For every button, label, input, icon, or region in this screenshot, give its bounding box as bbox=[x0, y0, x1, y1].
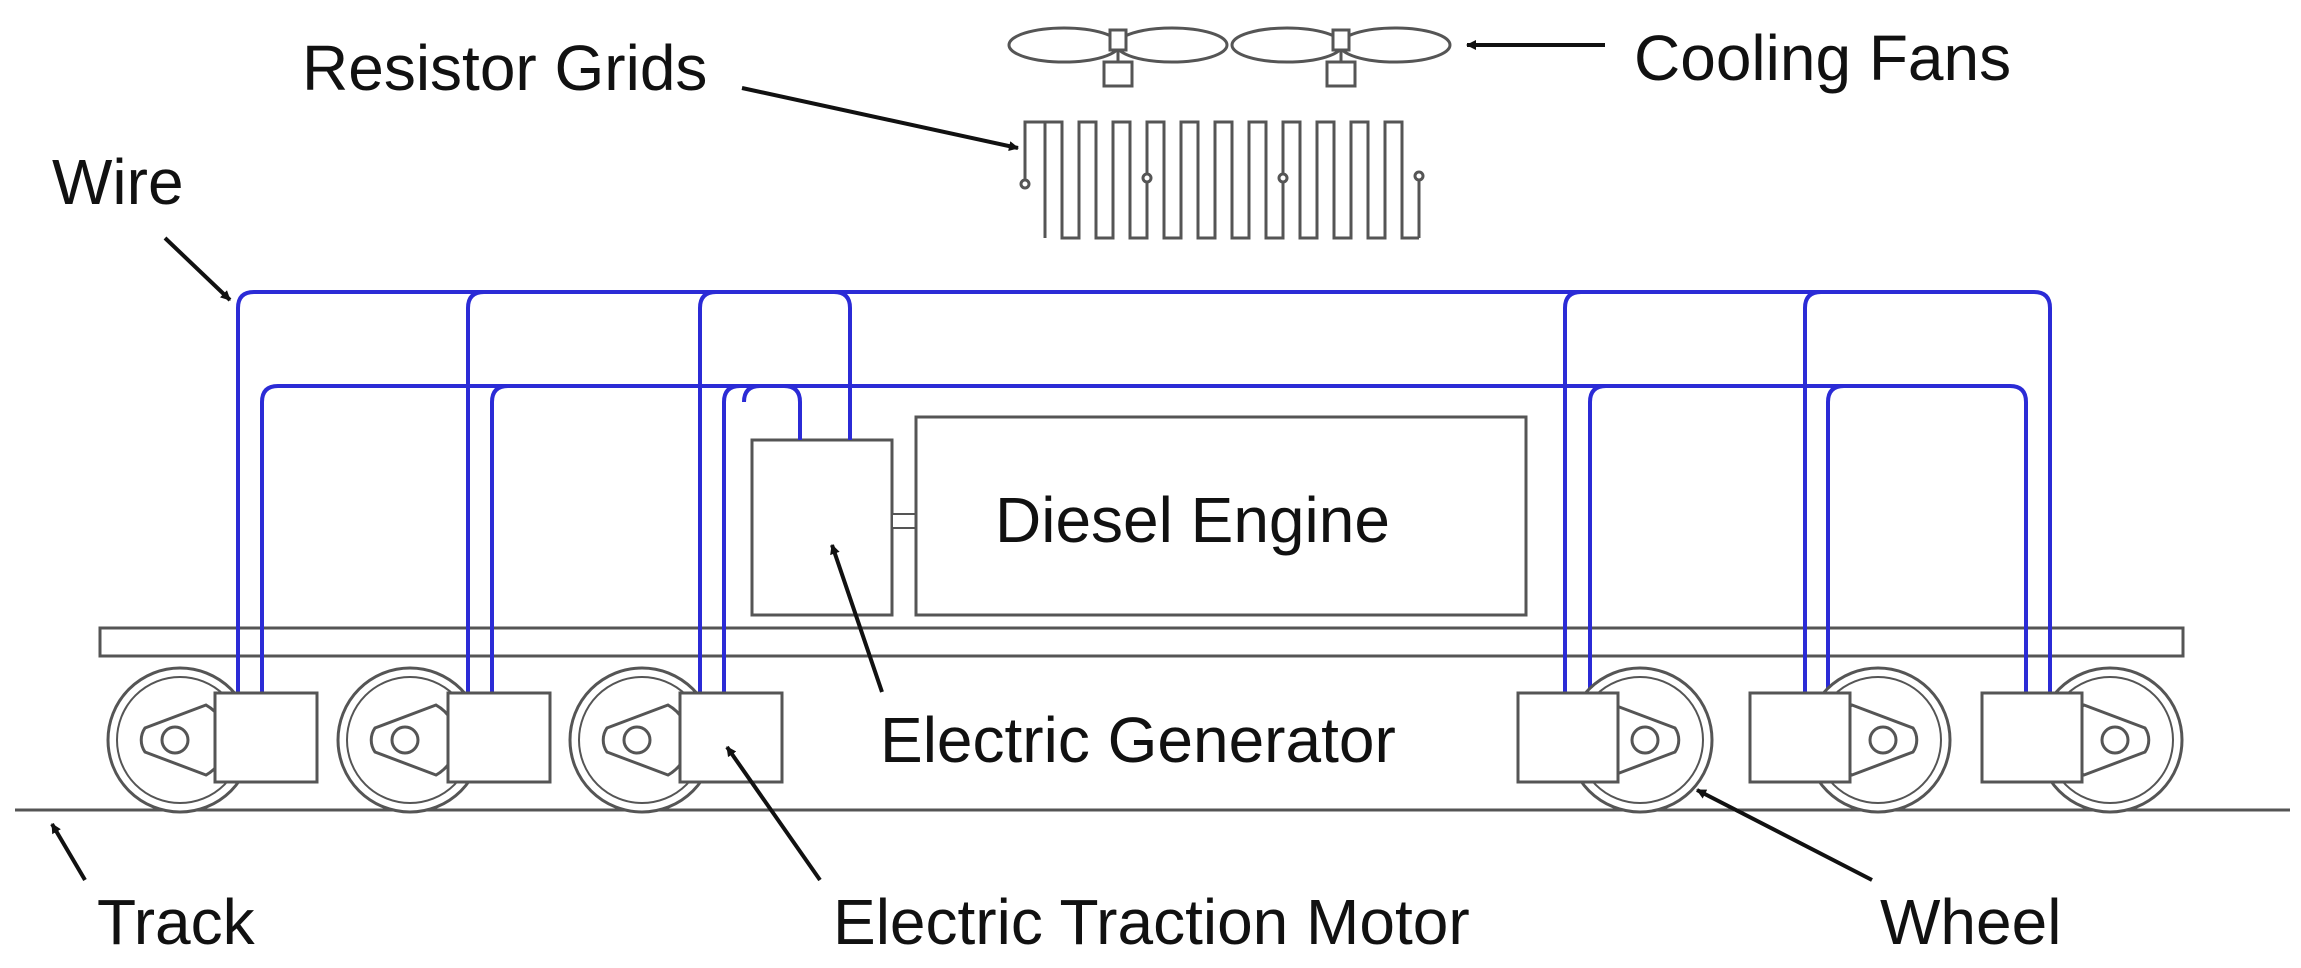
label-wire: Wire bbox=[52, 146, 184, 218]
resistor-grids bbox=[1019, 120, 1425, 240]
label-diesel-engine: Diesel Engine bbox=[995, 484, 1390, 556]
fan-motor bbox=[1325, 60, 1357, 88]
wire-drop-4b bbox=[1588, 384, 1607, 693]
label-track: Track bbox=[97, 886, 255, 958]
arrow-track bbox=[50, 822, 87, 882]
electric-generator bbox=[750, 438, 894, 617]
arrow-wheel bbox=[1696, 788, 1873, 882]
fan-motor bbox=[1102, 60, 1134, 88]
arrow-traction-motor bbox=[725, 745, 822, 882]
fan-blade bbox=[1338, 26, 1452, 64]
traction-motor bbox=[678, 691, 784, 784]
terminal bbox=[1141, 172, 1153, 184]
wheel-unit-5 bbox=[1748, 666, 1952, 814]
cooling-fan-2 bbox=[1230, 26, 1452, 88]
fan-hub bbox=[1331, 28, 1351, 52]
label-electric-generator: Electric Generator bbox=[880, 704, 1396, 776]
wire-outer-bus bbox=[236, 290, 2052, 693]
callout-arrows bbox=[50, 40, 1873, 882]
fan-blade bbox=[1230, 26, 1344, 64]
arrow-resistor-grids bbox=[741, 86, 1019, 151]
coupling-shaft bbox=[891, 513, 917, 529]
traction-motor bbox=[1980, 691, 2084, 784]
wire-group bbox=[236, 290, 2052, 693]
wheel-unit-4 bbox=[1516, 666, 1714, 814]
diesel-engine bbox=[914, 415, 1528, 617]
traction-motor bbox=[446, 691, 552, 784]
terminal bbox=[1277, 172, 1289, 184]
traction-motor bbox=[1748, 691, 1852, 784]
arrow-electric-generator bbox=[830, 544, 884, 693]
label-resistor-grids: Resistor Grids bbox=[302, 32, 708, 104]
wire-drop-5a bbox=[1803, 290, 1822, 693]
locomotive-frame bbox=[98, 626, 2185, 658]
wire-drop-5b bbox=[1826, 384, 1845, 693]
resistor-zigzag bbox=[1043, 120, 1419, 240]
wire-drop-2a bbox=[466, 290, 485, 693]
traction-motor bbox=[1516, 691, 1620, 784]
label-cooling-fans: Cooling Fans bbox=[1634, 22, 2012, 94]
label-electric-traction-motor: Electric Traction Motor bbox=[833, 886, 1470, 958]
wire-drop-2b bbox=[490, 384, 509, 693]
wheel-unit-6 bbox=[1980, 666, 2184, 814]
terminal bbox=[1413, 170, 1425, 182]
resistor-rod-left bbox=[1023, 120, 1045, 182]
arrow-wire bbox=[163, 236, 232, 302]
wire-generator-feed-b bbox=[833, 290, 852, 440]
wire-drop-3b bbox=[722, 384, 741, 693]
cooling-fan-1 bbox=[1007, 26, 1229, 88]
wire-drop-4a bbox=[1563, 290, 1582, 693]
wire-drop-3a bbox=[698, 290, 717, 693]
wire-inner-bus bbox=[260, 384, 2028, 693]
wheel-unit-2 bbox=[336, 666, 552, 814]
terminal bbox=[1019, 178, 1031, 190]
wire-generator-feed-a bbox=[742, 384, 802, 440]
fan-hub bbox=[1108, 28, 1128, 52]
wheel-unit-3 bbox=[568, 666, 784, 814]
fan-blade bbox=[1115, 26, 1229, 64]
fan-blade bbox=[1007, 26, 1121, 64]
label-wheel: Wheel bbox=[1880, 886, 2062, 958]
traction-motor bbox=[213, 691, 319, 784]
wheel-unit-1 bbox=[106, 666, 319, 814]
